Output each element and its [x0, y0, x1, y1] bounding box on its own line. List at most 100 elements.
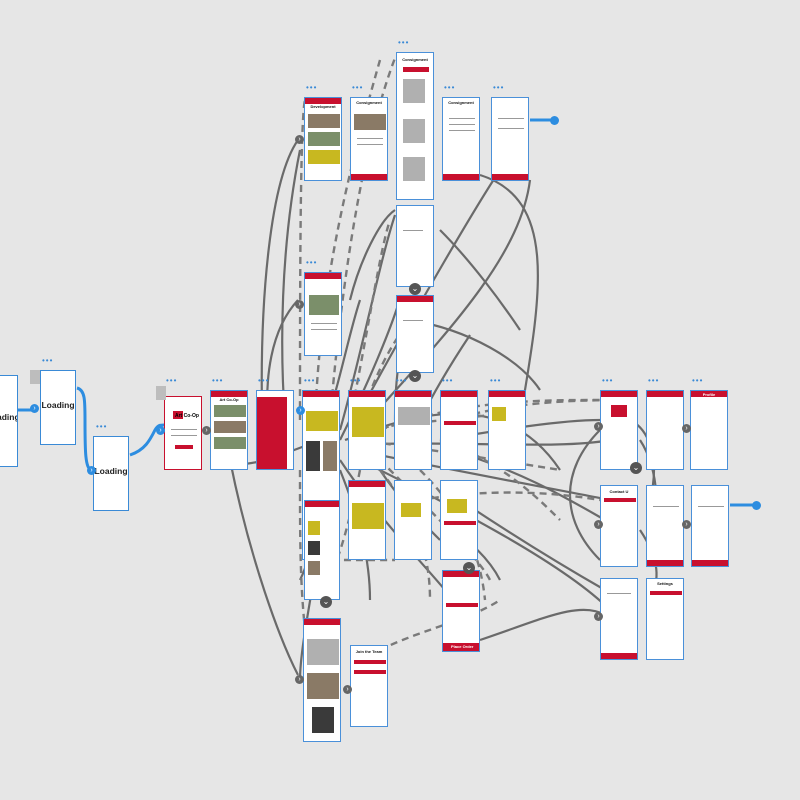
screen-menu-dots[interactable]: ••• — [648, 376, 660, 385]
development-screen[interactable]: Development — [304, 97, 342, 181]
place-order-screen[interactable]: Place Order — [442, 570, 480, 652]
screen-menu-dots[interactable]: ••• — [602, 376, 614, 385]
sign-out-button[interactable] — [601, 653, 637, 659]
screen-menu-dots[interactable]: ••• — [442, 376, 454, 385]
screen-header — [305, 98, 341, 104]
entry-arrow[interactable]: › — [594, 422, 603, 431]
preferences-screen[interactable] — [691, 485, 729, 567]
entry-arrow[interactable]: › — [156, 426, 165, 435]
loading-screen-3[interactable]: Loading — [93, 436, 129, 511]
expand-hub-icon[interactable]: ⌄ — [630, 462, 642, 474]
thumbnail — [214, 405, 246, 417]
screen-header — [489, 391, 525, 397]
settings-screen[interactable]: Settings — [646, 578, 684, 660]
consignment-screen-b[interactable]: Consignment — [396, 52, 434, 200]
thumbnail — [307, 639, 339, 665]
screen-header — [305, 501, 339, 507]
profile-list-screen[interactable] — [646, 390, 684, 470]
loading-title: ading — [0, 412, 17, 422]
screen-menu-dots[interactable]: ••• — [350, 376, 362, 385]
submit-button[interactable] — [692, 560, 728, 566]
screen-header — [443, 571, 479, 577]
screen-menu-dots[interactable]: ••• — [306, 258, 318, 267]
artwork-detail-screen-b[interactable] — [394, 480, 432, 560]
loading-screen-1[interactable]: ading — [0, 375, 18, 467]
screen-menu-dots[interactable]: ••• — [396, 376, 408, 385]
logo-text: Art Co-Op — [175, 413, 199, 419]
contact-screen[interactable]: Contact U — [600, 485, 638, 567]
thumbnail — [401, 503, 421, 517]
gallery-tab[interactable] — [403, 67, 429, 72]
screen-menu-dots[interactable]: ••• — [490, 376, 502, 385]
feedback-screen[interactable] — [646, 485, 684, 567]
thumbnail — [308, 150, 340, 164]
screen-header — [601, 391, 637, 397]
entry-arrow[interactable]: › — [295, 135, 304, 144]
about-screen[interactable] — [396, 295, 434, 373]
entry-arrow[interactable]: › — [682, 520, 691, 529]
artco-home-screen[interactable]: Art Co-Op — [210, 390, 248, 470]
screen-menu-dots[interactable]: ••• — [692, 376, 704, 385]
screen-menu-dots[interactable]: ••• — [444, 83, 456, 92]
screen-menu-dots[interactable]: ••• — [304, 376, 316, 385]
text-line — [357, 138, 383, 139]
artwork-screen[interactable] — [348, 390, 386, 470]
consignment-screen-a[interactable]: Consignment — [350, 97, 388, 181]
expand-hub-icon[interactable]: ⌄ — [409, 370, 421, 382]
detail-screen-c[interactable] — [488, 390, 526, 470]
thumbnail — [398, 407, 430, 425]
screen-menu-dots[interactable]: ••• — [258, 376, 270, 385]
entry-arrow[interactable]: › — [594, 520, 603, 529]
menu-screen[interactable] — [256, 390, 294, 470]
login-button[interactable] — [175, 445, 193, 449]
thumbnail — [403, 119, 425, 143]
screen-menu-dots[interactable]: ••• — [212, 376, 224, 385]
expand-hub-icon[interactable]: ⌄ — [409, 283, 421, 295]
submit-button[interactable] — [647, 560, 683, 566]
entry-arrow[interactable]: › — [202, 426, 211, 435]
screen-menu-dots[interactable]: ••• — [398, 38, 410, 47]
loading-screen-2[interactable]: Loading — [40, 370, 76, 445]
detail-screen-a[interactable] — [394, 390, 432, 470]
artwork-detail-screen[interactable] — [348, 480, 386, 560]
consignment-screen-c[interactable]: Consignment — [442, 97, 480, 181]
entry-arrow[interactable]: › — [30, 404, 39, 413]
submit-screen[interactable] — [491, 97, 529, 181]
account-screen[interactable] — [600, 578, 638, 660]
entry-arrow[interactable]: › — [296, 406, 305, 415]
artist-profile-screen[interactable] — [600, 390, 638, 470]
events-screen[interactable] — [303, 618, 341, 742]
screen-menu-dots[interactable]: ••• — [42, 356, 54, 365]
detail-screen-b[interactable] — [440, 390, 478, 470]
artist-feature-screen[interactable] — [304, 272, 342, 356]
screen-menu-dots[interactable]: ••• — [96, 422, 108, 431]
submit-button[interactable] — [492, 174, 528, 180]
place-order-button[interactable] — [443, 643, 479, 651]
info-screen[interactable] — [396, 205, 434, 287]
artwork-detail-screen-c[interactable] — [440, 480, 478, 560]
entry-arrow[interactable]: › — [343, 685, 352, 694]
join-team-screen[interactable]: Join the Team — [350, 645, 388, 727]
add-to-cart-bar[interactable] — [444, 521, 476, 525]
thumbnail — [309, 295, 339, 315]
screen-header — [647, 391, 683, 397]
screen-menu-dots[interactable]: ••• — [352, 83, 364, 92]
expand-hub-icon[interactable]: ⌄ — [463, 562, 475, 574]
input-line — [698, 506, 724, 507]
screen-menu-dots[interactable]: ••• — [166, 376, 178, 385]
entry-arrow[interactable]: › — [682, 424, 691, 433]
screen-menu-dots[interactable]: ••• — [493, 83, 505, 92]
entry-arrow[interactable]: › — [87, 466, 96, 475]
text-line — [403, 320, 423, 321]
artco-login-screen[interactable]: Art Co-Op — [164, 396, 202, 470]
thumbnail — [308, 114, 340, 128]
thumbnail — [308, 521, 320, 535]
expand-hub-icon[interactable]: ⌄ — [320, 596, 332, 608]
profile-screen[interactable]: Profile — [690, 390, 728, 470]
artist-list-screen[interactable] — [304, 500, 340, 600]
entry-arrow[interactable]: › — [295, 675, 304, 684]
screen-menu-dots[interactable]: ••• — [306, 83, 318, 92]
entry-arrow[interactable]: › — [594, 612, 603, 621]
entry-arrow[interactable]: › — [295, 300, 304, 309]
